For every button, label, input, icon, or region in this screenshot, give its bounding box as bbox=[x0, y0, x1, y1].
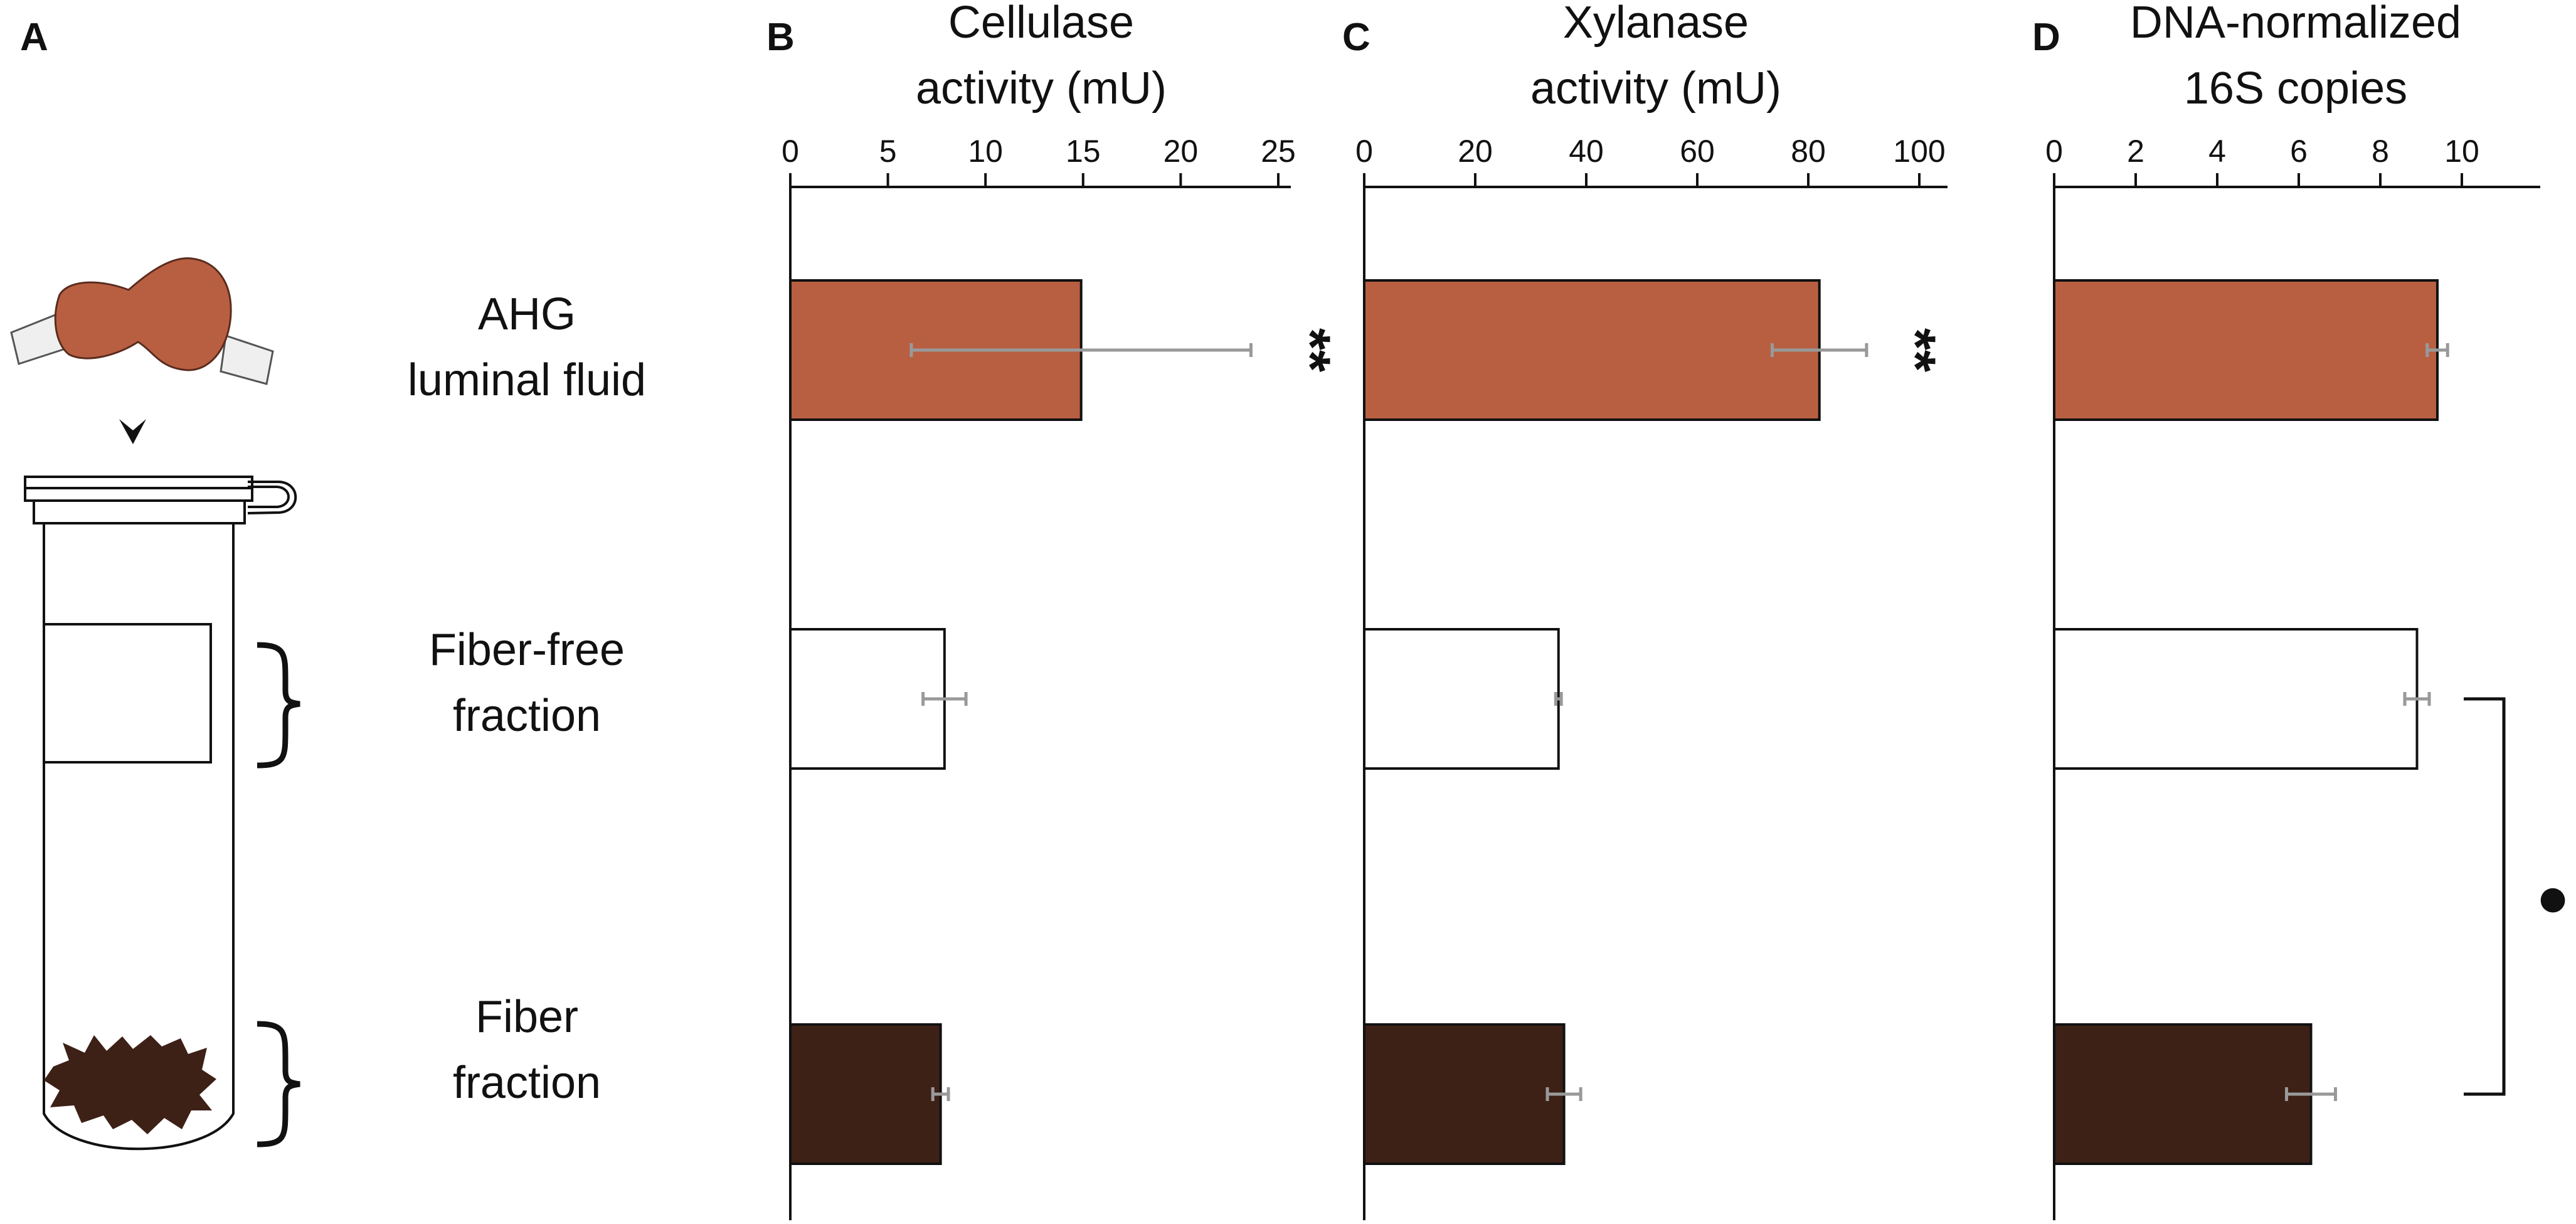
tube-cap-hinge-inner bbox=[248, 486, 290, 508]
hindgut-right-stub bbox=[220, 334, 274, 385]
hindgut-illustration bbox=[10, 257, 274, 385]
centrifuge-tube bbox=[24, 476, 297, 1151]
x-tick-label: 20 bbox=[1458, 134, 1493, 169]
bar-fiber bbox=[1363, 1023, 1566, 1165]
xylanase-chart: Xylanase activity (mU) 0 20 40 60 80 100 ** bbox=[1355, 0, 1948, 1220]
axis-title-line-1: Xylanase bbox=[1563, 0, 1749, 48]
x-tick-label: 4 bbox=[2208, 134, 2226, 169]
axis-title-line-1: Cellulase bbox=[948, 0, 1134, 48]
x-tick-label: 40 bbox=[1569, 134, 1604, 169]
x-tick-label: 5 bbox=[879, 134, 897, 169]
x-tick-label: 6 bbox=[2290, 134, 2308, 169]
bar-fiber-free bbox=[789, 628, 946, 770]
tube-cap-hinge bbox=[247, 481, 297, 514]
bar-fiber bbox=[2053, 1023, 2313, 1165]
category-label-fiber-free-line2: fraction bbox=[453, 691, 601, 741]
axis-title-line-2: activity (mU) bbox=[916, 63, 1167, 114]
category-label-ahg-line1: AHG bbox=[478, 289, 576, 339]
x-tick-label: 0 bbox=[782, 134, 799, 169]
x-tick-label: 10 bbox=[968, 134, 1003, 169]
panel-letter-a: A bbox=[20, 16, 48, 59]
bar-ahg bbox=[2053, 279, 2439, 421]
axis-title-line-2: 16S copies bbox=[2184, 63, 2407, 114]
tube-schematic bbox=[10, 257, 300, 1151]
x-tick-label: 2 bbox=[2127, 134, 2144, 169]
axis-title-line-2: activity (mU) bbox=[1530, 63, 1781, 114]
cellulase-chart: Cellulase activity (mU) 0 5 10 15 20 25 ** bbox=[782, 0, 1342, 1220]
down-arrowhead bbox=[119, 419, 146, 444]
x-tick-label: 10 bbox=[2444, 134, 2479, 169]
brace-fiber bbox=[257, 1021, 300, 1147]
tube-body bbox=[43, 523, 235, 1151]
bar-fiber-free bbox=[1363, 628, 1560, 770]
x-tick-label: 25 bbox=[1261, 134, 1296, 169]
significance-marker: ** bbox=[1279, 328, 1342, 372]
category-label-fiber-line2: fraction bbox=[453, 1058, 601, 1108]
dna-normalized-16s-chart: DNA-normalized 16S copies 0 2 4 6 8 10 ● bbox=[2045, 0, 2570, 1220]
panel-letter-b: B bbox=[766, 16, 795, 59]
x-tick-label: 80 bbox=[1791, 134, 1826, 169]
x-tick-label: 0 bbox=[1355, 134, 1373, 169]
x-tick-label: 0 bbox=[2045, 134, 2063, 169]
panel-letter-d: D bbox=[2032, 16, 2060, 59]
significance-bracket bbox=[2464, 697, 2506, 1096]
x-tick-label: 8 bbox=[2372, 134, 2389, 169]
axis-title-line-1: DNA-normalized bbox=[2130, 0, 2461, 48]
panel-letter-c: C bbox=[1342, 16, 1370, 59]
x-tick-label: 100 bbox=[1893, 134, 1945, 169]
brace-fiber-free bbox=[257, 642, 300, 769]
significance-marker: ● bbox=[2536, 866, 2570, 929]
category-labels: AHG luminal fluid Fiber-free fraction Fi… bbox=[408, 289, 646, 1108]
x-tick-label: 15 bbox=[1066, 134, 1101, 169]
category-label-fiber-line1: Fiber bbox=[475, 992, 578, 1042]
tube-cap-band bbox=[33, 499, 246, 524]
fiber-pellet bbox=[44, 1035, 216, 1134]
hindgut-body bbox=[54, 257, 232, 371]
bar-fiber bbox=[789, 1023, 942, 1165]
significance-marker: ** bbox=[1884, 328, 1947, 372]
category-label-ahg-line2: luminal fluid bbox=[408, 355, 646, 405]
bar-ahg bbox=[1363, 279, 1821, 421]
x-tick-label: 60 bbox=[1680, 134, 1715, 169]
x-tick-label: 20 bbox=[1163, 134, 1199, 169]
fiber-free-layer bbox=[43, 623, 212, 764]
bar-fiber-free bbox=[2053, 628, 2419, 770]
category-label-fiber-free-line1: Fiber-free bbox=[429, 625, 625, 675]
